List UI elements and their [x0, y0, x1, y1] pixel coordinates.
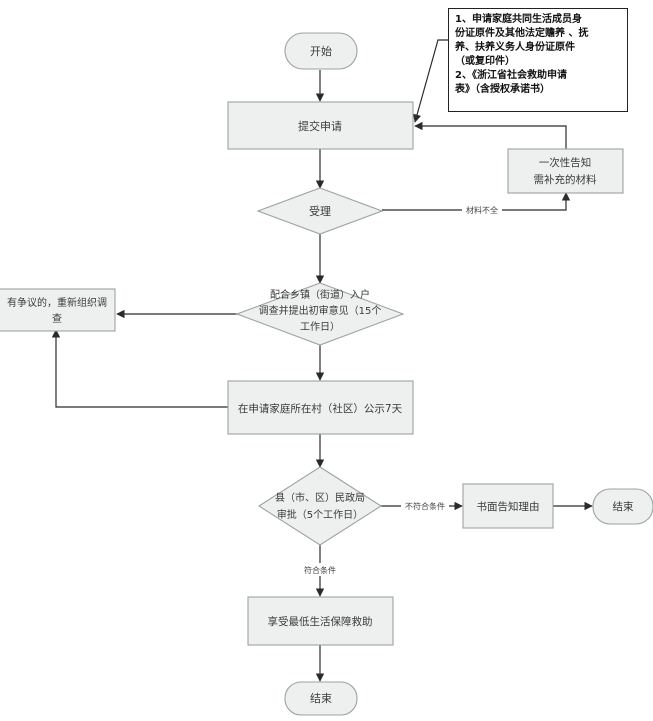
submit-process [227, 101, 414, 150]
investigate-label-2: 调查并提出初审意见（15个 [259, 304, 382, 317]
edge-accept-notify [382, 192, 571, 211]
note-line: 份证原件及其他法定赡养 、抚 [455, 28, 589, 39]
end-bottom-terminal [284, 681, 358, 716]
end-right-terminal [592, 488, 653, 525]
submit-label: 提交申请 [298, 119, 342, 133]
start-terminal [284, 32, 358, 70]
end-bottom-label: 结束 [310, 692, 332, 705]
investigate-label-3: 工作日） [300, 321, 340, 333]
start-label: 开始 [310, 44, 332, 58]
dispute-process [0, 288, 116, 332]
accept-label: 受理 [309, 205, 331, 218]
dispute-label-2: 查 [52, 312, 62, 325]
investigate-decision [235, 282, 405, 346]
edge-notify-submit [414, 121, 567, 149]
notify-supplement-label-2: 需补充的材料 [534, 173, 597, 186]
note-line: 养、扶养义务人身份证原件 [455, 42, 575, 53]
enjoy-label: 享受最低生活保障救助 [268, 615, 373, 628]
edge-label-materials-incomplete: 材料不全 [466, 205, 498, 215]
enjoy-process [247, 596, 394, 646]
note-line: （或复印件） [455, 56, 515, 67]
publicize-label: 在申请家庭所在村（社区）公示7天 [238, 402, 403, 415]
written-notice-label: 书面告知理由 [477, 500, 540, 513]
county-approve-decision [257, 466, 383, 546]
publicize-process [227, 380, 414, 435]
county-approve-label-1: 县（市、区）民政局 [275, 491, 365, 504]
edge-note-submit [412, 39, 452, 123]
notify-supplement-label-1: 一次性告知 [539, 156, 592, 169]
notify-supplement-process [507, 148, 624, 194]
dispute-label-1: 有争议的，重新组织调 [7, 296, 107, 309]
note-line: 表》（含授权承诺书） [455, 84, 550, 95]
edge-label-not-qualified: 不符合条件 [405, 501, 445, 511]
written-notice-process [462, 483, 554, 529]
accept-decision [256, 187, 384, 235]
note-line: 1、申请家庭共同生活成员身 [455, 14, 582, 25]
end-right-label: 结束 [613, 500, 634, 513]
edge-label-qualified: 符合条件 [304, 565, 336, 575]
county-approve-label-2: 审批（5个工作日） [277, 508, 363, 521]
edge-publicize-dispute [51, 329, 228, 408]
required-documents-note: 1、申请家庭共同生活成员身 份证原件及其他法定赡养 、抚 养、扶养义务人身份证原… [448, 8, 628, 112]
note-line: 2、《浙江省社会救助申请 [455, 70, 567, 81]
investigate-label-1: 配合乡镇（街道）入户 [270, 288, 370, 301]
